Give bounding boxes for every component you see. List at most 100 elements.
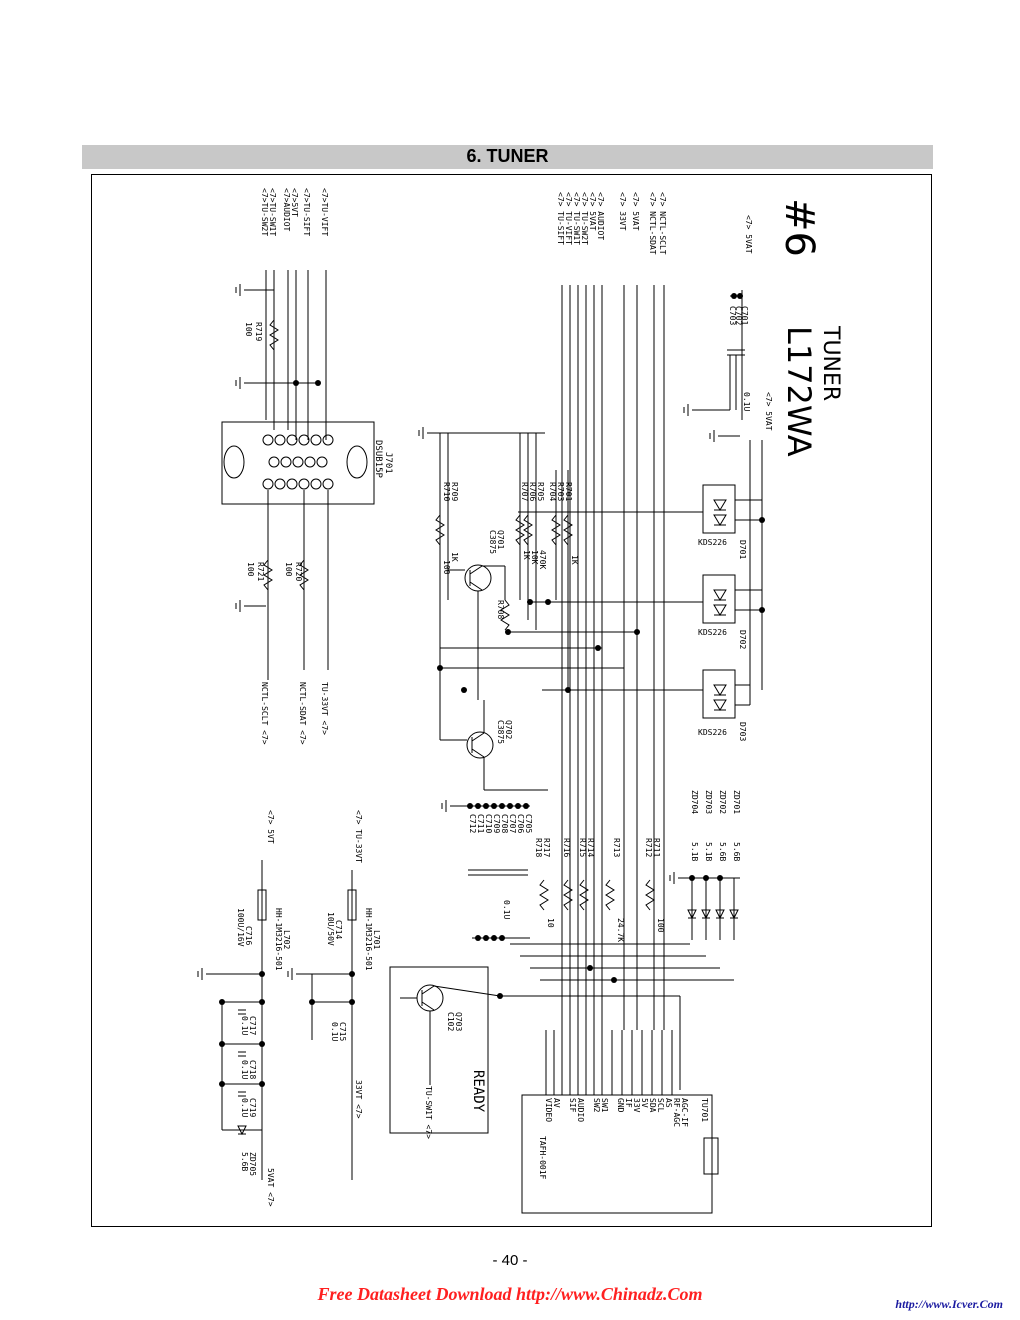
svg-text:ZD702: ZD702	[718, 790, 727, 814]
tuner-module-tu701: TU701 TAFH-001F AGC-IF RF-AGC AS SCL SDA…	[521, 1030, 719, 1214]
svg-text:IF: IF	[624, 1098, 633, 1108]
svg-text:R714: R714	[586, 838, 595, 857]
left-net-labels: <7>TU-SW2T <7>TU-SW1T <7>AUDIOT <7>5VT <…	[260, 188, 329, 236]
svg-text:5.6B: 5.6B	[732, 842, 741, 861]
svg-text:<7> 5VAT: <7> 5VAT	[631, 192, 640, 231]
footer-download-link[interactable]: Free Datasheet Download http://www.China…	[317, 1284, 703, 1304]
svg-text:R721: R721	[256, 562, 265, 581]
svg-text:5V: 5V	[640, 1098, 649, 1108]
svg-text:10K: 10K	[530, 550, 539, 565]
resistors-mid	[435, 432, 573, 690]
svg-text:R705: R705	[536, 482, 545, 501]
diode-wires	[518, 440, 762, 706]
tuner-wires	[500, 943, 734, 1090]
svg-text:C709: C709	[492, 814, 501, 833]
svg-text:<7> 5VAT: <7> 5VAT	[764, 392, 773, 431]
svg-text:AUDIO: AUDIO	[576, 1098, 585, 1122]
section-title-bar: 6. TUNER	[82, 145, 933, 169]
sheet-number: #6	[776, 198, 822, 257]
svg-text:C703: C703	[728, 306, 737, 325]
svg-text:R709: R709	[450, 482, 459, 501]
diode-d703: KDS226 D703	[698, 669, 747, 741]
svg-text:R711: R711	[652, 838, 661, 857]
svg-text:<7> 5VAT: <7> 5VAT	[588, 192, 597, 231]
svg-text:5.1B: 5.1B	[690, 842, 699, 861]
svg-text:<7> 33VT: <7> 33VT	[618, 192, 627, 231]
connector-out-wires	[267, 490, 329, 680]
svg-text:C712: C712	[468, 814, 477, 833]
svg-text:ZD704: ZD704	[690, 790, 699, 814]
svg-text:<7> 5VAT: <7> 5VAT	[744, 215, 753, 254]
svg-text:D702: D702	[738, 630, 747, 649]
page-number: - 40 -	[492, 1252, 528, 1269]
svg-text:100: 100	[244, 322, 253, 337]
svg-text:<7> TU-33VT: <7> TU-33VT	[354, 810, 363, 863]
svg-text:KDS226: KDS226	[698, 728, 727, 737]
svg-text:R712: R712	[644, 838, 653, 857]
svg-text:C710: C710	[484, 814, 493, 833]
svg-text:ZD705: ZD705	[248, 1152, 257, 1176]
svg-text:R720: R720	[294, 562, 303, 581]
svg-text:5VAT <7>: 5VAT <7>	[266, 1168, 275, 1207]
diode-d701: KDS226 D701	[698, 484, 747, 559]
transistor-q701: Q701 C3875	[448, 530, 506, 700]
svg-text:<7> TU-VIFT: <7> TU-VIFT	[564, 192, 573, 245]
svg-text:GND: GND	[616, 1098, 625, 1113]
svg-text:100: 100	[442, 560, 451, 575]
svg-text:C3875: C3875	[488, 530, 497, 554]
svg-text:33V: 33V	[632, 1098, 641, 1113]
svg-text:RF-AGC: RF-AGC	[672, 1098, 681, 1127]
svg-text:10: 10	[546, 918, 555, 928]
net-label: <7>TU-SW2T	[260, 188, 269, 236]
svg-text:R703: R703	[556, 482, 565, 501]
svg-text:100: 100	[656, 918, 665, 933]
svg-text:C701: C701	[740, 306, 749, 325]
svg-text:<7> NCTL-SDAT: <7> NCTL-SDAT	[648, 192, 657, 255]
transistor-q702: Q702 C3875	[439, 690, 548, 791]
connector-type: DSUB15P	[373, 440, 383, 479]
svg-text:5.6B: 5.6B	[240, 1152, 249, 1171]
svg-text:NCTL-SDAT <7>: NCTL-SDAT <7>	[298, 682, 307, 745]
svg-text:R704: R704	[548, 482, 557, 501]
svg-text:KDS226: KDS226	[698, 538, 727, 547]
ready-box: READY TU-SW1T <7> Q703 C102	[389, 966, 501, 1139]
diode-d702: KDS226 D702	[698, 574, 747, 649]
footer-site-link[interactable]: http://www.Icver.Com	[895, 1297, 1003, 1311]
svg-text:C716: C716	[244, 926, 253, 945]
svg-text:C714: C714	[334, 920, 343, 939]
left-net-wires	[265, 270, 327, 440]
svg-text:Q702: Q702	[504, 720, 513, 739]
svg-text:5.6B: 5.6B	[718, 842, 727, 861]
caps-top: <7> 5VAT C701 C702 C703 0.1U <7> 5VAT	[727, 215, 773, 690]
resistor-r720: R720 100	[284, 559, 309, 591]
svg-text:0.1U: 0.1U	[502, 900, 511, 919]
svg-text:0.1U: 0.1U	[330, 1022, 339, 1041]
svg-text:C702: C702	[734, 306, 743, 325]
resistor-r708	[500, 599, 510, 631]
svg-text:10U/50V: 10U/50V	[326, 912, 335, 946]
svg-text:TU-SW1T <7>: TU-SW1T <7>	[424, 1086, 433, 1139]
connector-ref: J701	[383, 452, 393, 474]
svg-text:SIF: SIF	[568, 1098, 577, 1113]
resistors-low: R711 R712 R713 R714 R715 R716 R717 R718 …	[534, 838, 665, 942]
svg-text:0.1U: 0.1U	[240, 1016, 249, 1035]
svg-text:VIDEO: VIDEO	[544, 1098, 553, 1122]
svg-text:C707: C707	[508, 814, 517, 833]
net-label: <7>TU-VIFT	[320, 188, 329, 236]
sheet-subtitle: TUNER	[818, 325, 843, 401]
svg-text:24.7K: 24.7K	[616, 918, 625, 942]
svg-text:100: 100	[246, 562, 255, 577]
svg-text:C711: C711	[476, 814, 485, 833]
svg-text:TAFH-001F: TAFH-001F	[538, 1136, 547, 1180]
section-title: 6. TUNER	[466, 146, 549, 166]
svg-text:<7> TU-SW2T: <7> TU-SW2T	[580, 192, 589, 245]
svg-text:TU701: TU701	[700, 1098, 709, 1122]
svg-text:R718: R718	[534, 838, 543, 857]
cross-wires	[440, 631, 637, 669]
bus-net-labels: <7> TU-SIFT <7> TU-VIFT <7> TU-SW1T <7> …	[556, 192, 667, 255]
svg-text:SDA: SDA	[648, 1098, 657, 1113]
svg-text:SW2: SW2	[592, 1098, 601, 1113]
svg-text:33VT <7>: 33VT <7>	[354, 1080, 363, 1119]
svg-text:0.1U: 0.1U	[240, 1098, 249, 1117]
svg-text:R717: R717	[542, 838, 551, 857]
